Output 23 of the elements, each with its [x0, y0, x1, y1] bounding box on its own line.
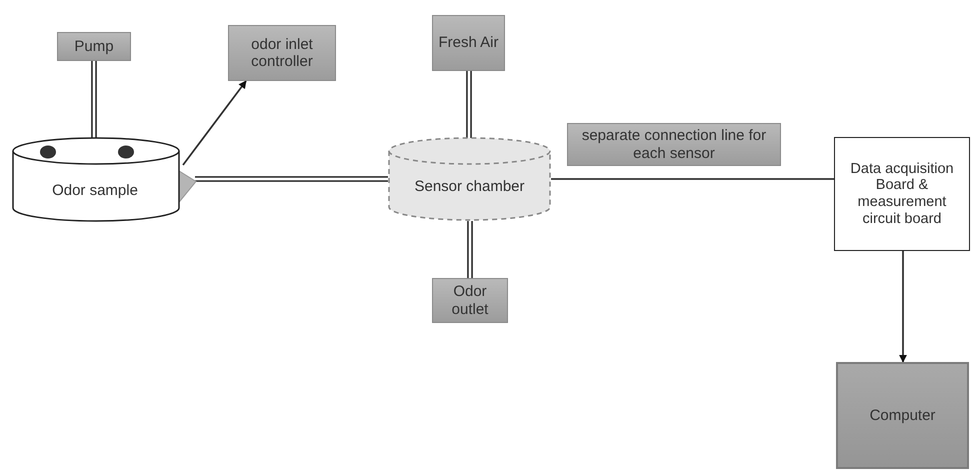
node-label: odor inlet controller — [250, 36, 314, 70]
pipe-connector — [195, 176, 388, 182]
connector-line — [899, 251, 907, 363]
node-label: separate connection line for each sensor — [580, 127, 768, 162]
process-box — [834, 137, 970, 251]
process-box — [567, 123, 781, 166]
pipe-connector — [467, 221, 473, 278]
process-box — [57, 32, 131, 61]
connector-line — [182, 80, 247, 166]
node-label: Data acquisition Board & measurement circuit board — [849, 160, 955, 228]
node-label: Computer — [868, 406, 936, 424]
node-label: Odor sample — [52, 180, 139, 200]
process-box — [432, 15, 505, 71]
node-label: Pump — [73, 38, 115, 56]
process-box — [228, 25, 336, 81]
pipe-connector — [91, 61, 97, 139]
pipe-connector — [466, 71, 472, 139]
node-label: Sensor chamber — [414, 177, 525, 196]
node-label: Odor outlet — [450, 283, 490, 318]
node-label: Fresh Air — [437, 34, 500, 52]
connector-line — [551, 178, 834, 180]
process-box — [836, 362, 969, 469]
process-box — [432, 278, 508, 323]
